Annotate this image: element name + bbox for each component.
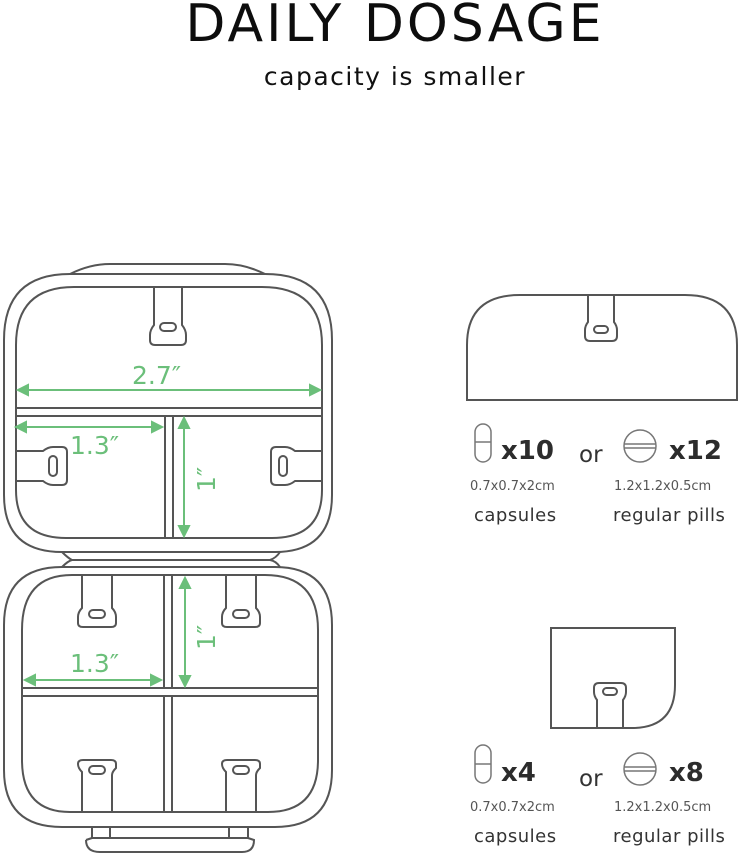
pill-label: regular pills (613, 826, 726, 847)
round-pill-icon (623, 752, 657, 786)
left-latch-tab (16, 446, 68, 486)
latch-tab (220, 759, 261, 812)
latch-tab (76, 759, 117, 812)
large-compartment-shape (466, 294, 738, 401)
pill-dims: 1.2x1.2x0.5cm (614, 479, 712, 494)
bottom-case-outer (3, 566, 333, 828)
or-text: or (579, 766, 603, 792)
round-pill-icon (623, 429, 657, 463)
small-compartment-tab (593, 682, 627, 728)
height-label-top: 1″ (192, 467, 221, 492)
pill-count-small: x8 (669, 758, 704, 788)
top-latch-tab (149, 287, 187, 346)
capsule-dims: 0.7x0.7x2cm (470, 800, 555, 815)
or-text: or (579, 442, 603, 468)
capsule-count-small: x4 (501, 758, 536, 788)
top-case-inner (15, 286, 323, 539)
latch-tab (221, 575, 261, 628)
capsule-label: capsules (474, 826, 557, 847)
pill-count-large: x12 (669, 436, 722, 466)
capsule-icon (474, 423, 492, 463)
height-label-bottom: 1″ (192, 625, 221, 650)
top-case-outer (3, 273, 333, 553)
bottom-case-inner (21, 574, 319, 813)
right-latch-tab (270, 446, 322, 486)
pill-label: regular pills (613, 505, 726, 526)
small-compartment-shape (550, 627, 676, 729)
width-label-left: 1.3″ (70, 431, 119, 460)
top-lid-bump (69, 263, 266, 275)
width-label-bottom: 1.3″ (70, 649, 119, 678)
width-label-top: 2.7″ (132, 361, 181, 390)
page-subtitle: capacity is smaller (263, 62, 527, 91)
capsule-count-large: x10 (501, 436, 554, 466)
pill-dims: 1.2x1.2x0.5cm (614, 800, 712, 815)
latch-tab (77, 575, 117, 628)
capsule-label: capsules (474, 505, 557, 526)
large-compartment-tab (584, 295, 618, 342)
page-title: DAILY DOSAGE (185, 0, 605, 54)
capsule-dims: 0.7x0.7x2cm (470, 479, 555, 494)
